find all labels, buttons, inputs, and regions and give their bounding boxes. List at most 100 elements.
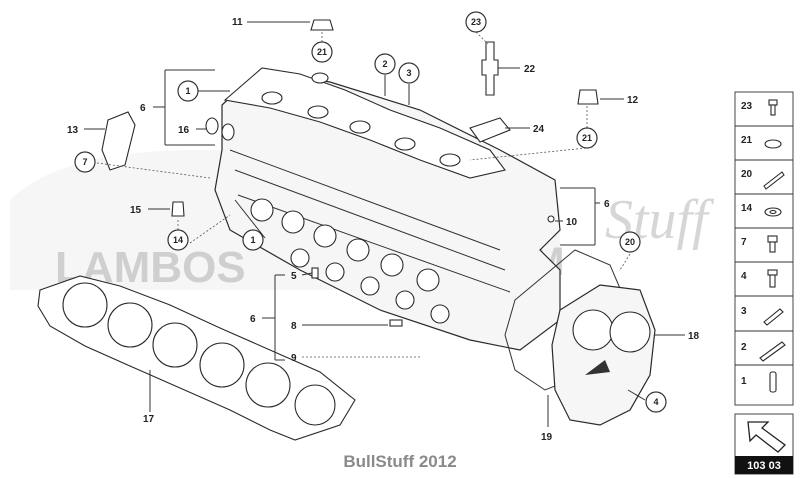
callout-9: 9 [291, 353, 297, 364]
svg-text:23: 23 [741, 101, 753, 112]
leader-lines [84, 21, 685, 427]
callout-21-right: 21 [576, 127, 598, 149]
callout-17: 17 [143, 414, 155, 425]
legend-frame [734, 91, 794, 406]
spark-plug-part-22 [481, 41, 499, 96]
next-arrow-icon [747, 421, 786, 453]
svg-text:1: 1 [250, 235, 255, 245]
svg-text:18: 18 [688, 331, 700, 342]
flat-washer-icon [764, 207, 782, 217]
gasket-bore-6 [294, 384, 336, 426]
callout-2: 2 [374, 53, 396, 75]
callout-4: 4 [645, 391, 667, 413]
callout-23: 23 [465, 11, 487, 33]
callout-6-right: 6 [604, 199, 610, 210]
svg-text:6: 6 [140, 103, 146, 114]
exhaust-ports [290, 248, 450, 324]
footer-credit: BullStuff 2012 [343, 452, 457, 471]
svg-text:19: 19 [541, 432, 553, 443]
svg-text:20: 20 [625, 237, 635, 247]
timing-cover [551, 284, 656, 426]
svg-text:7: 7 [741, 237, 747, 248]
callout-1-top: 1 [177, 80, 199, 102]
callout-18: 18 [688, 331, 700, 342]
callout-12: 12 [627, 95, 639, 106]
cap-screw-icon [767, 235, 778, 253]
timing-cover-bore-right [609, 311, 651, 353]
timing-cover-bore-left [572, 309, 614, 351]
plug-part-15 [171, 201, 185, 217]
callout-5: 5 [291, 271, 297, 282]
svg-text:21: 21 [317, 47, 327, 57]
svg-text:4: 4 [741, 271, 747, 282]
hex-bolt-icon [767, 269, 778, 288]
svg-text:24: 24 [533, 124, 545, 135]
svg-text:4: 4 [653, 397, 658, 407]
callout-13: 13 [67, 125, 79, 136]
bracket-part-24 [469, 117, 511, 143]
long-screw-icon [759, 341, 786, 362]
washer-ring-icon [764, 139, 782, 149]
legend-row-23: 23 [735, 99, 793, 127]
callout-16: 16 [178, 125, 190, 136]
callout-10: 10 [566, 217, 578, 228]
gasket-bore-4 [199, 342, 245, 388]
gasket-bore-5 [245, 362, 291, 408]
svg-text:14: 14 [173, 235, 183, 245]
head-gasket [37, 275, 356, 441]
timing-cover-group [504, 249, 656, 426]
svg-text:22: 22 [524, 64, 536, 75]
callout-15: 15 [130, 205, 142, 216]
svg-text:6: 6 [250, 314, 256, 325]
svg-text:1: 1 [185, 86, 190, 96]
fastener-legend: 23 21 20 14 7 4 3 [734, 91, 794, 406]
cam-bearing-caps [261, 72, 461, 167]
svg-text:2: 2 [382, 59, 387, 69]
callout-19: 19 [541, 432, 553, 443]
svg-text:3: 3 [406, 68, 411, 78]
svg-text:8: 8 [291, 321, 297, 332]
legend-row-7: 7 [735, 235, 793, 263]
gasket-bore-3 [152, 322, 198, 368]
legend-row-3: 3 [735, 306, 793, 332]
gasket-bore-2 [107, 302, 153, 348]
dowel-part-10 [547, 215, 555, 223]
oring-part-16b [221, 123, 235, 141]
callout-14: 14 [167, 229, 189, 251]
diagram-number: 103 03 [747, 460, 781, 472]
stud-bolt-icon [763, 308, 784, 326]
callout-3: 3 [398, 62, 420, 84]
long-bolt-icon [763, 171, 785, 190]
legend-row-2: 2 [735, 341, 793, 366]
plug-part-12 [577, 89, 599, 105]
svg-text:1: 1 [741, 376, 747, 387]
callout-11: 11 [232, 17, 243, 28]
callout-24: 24 [533, 124, 545, 135]
svg-text:20: 20 [741, 169, 753, 180]
svg-text:14: 14 [741, 203, 753, 214]
dowel-pin-icon [769, 371, 777, 393]
intake-ports [250, 198, 440, 292]
plug-part-11 [310, 19, 334, 31]
callout-22: 22 [524, 64, 536, 75]
legend-row-20: 20 [735, 169, 793, 195]
svg-text:12: 12 [627, 95, 639, 106]
svg-text:2: 2 [741, 342, 747, 353]
callout-6-bottom: 6 [250, 314, 256, 325]
legend-row-21: 21 [735, 135, 793, 161]
callout-8: 8 [291, 321, 297, 332]
legend-row-1: 1 [741, 371, 777, 393]
legend-row-14: 14 [735, 203, 793, 229]
callout-20: 20 [619, 231, 641, 253]
badge-number-bar [735, 456, 793, 474]
callout-7: 7 [74, 151, 96, 173]
gasket-bore-1 [62, 282, 108, 328]
svg-text:17: 17 [143, 414, 155, 425]
svg-text:3: 3 [741, 306, 747, 317]
oring-part-16a [205, 117, 219, 135]
svg-text:23: 23 [471, 17, 481, 27]
small-parts [101, 19, 599, 327]
svg-text:21: 21 [582, 133, 592, 143]
